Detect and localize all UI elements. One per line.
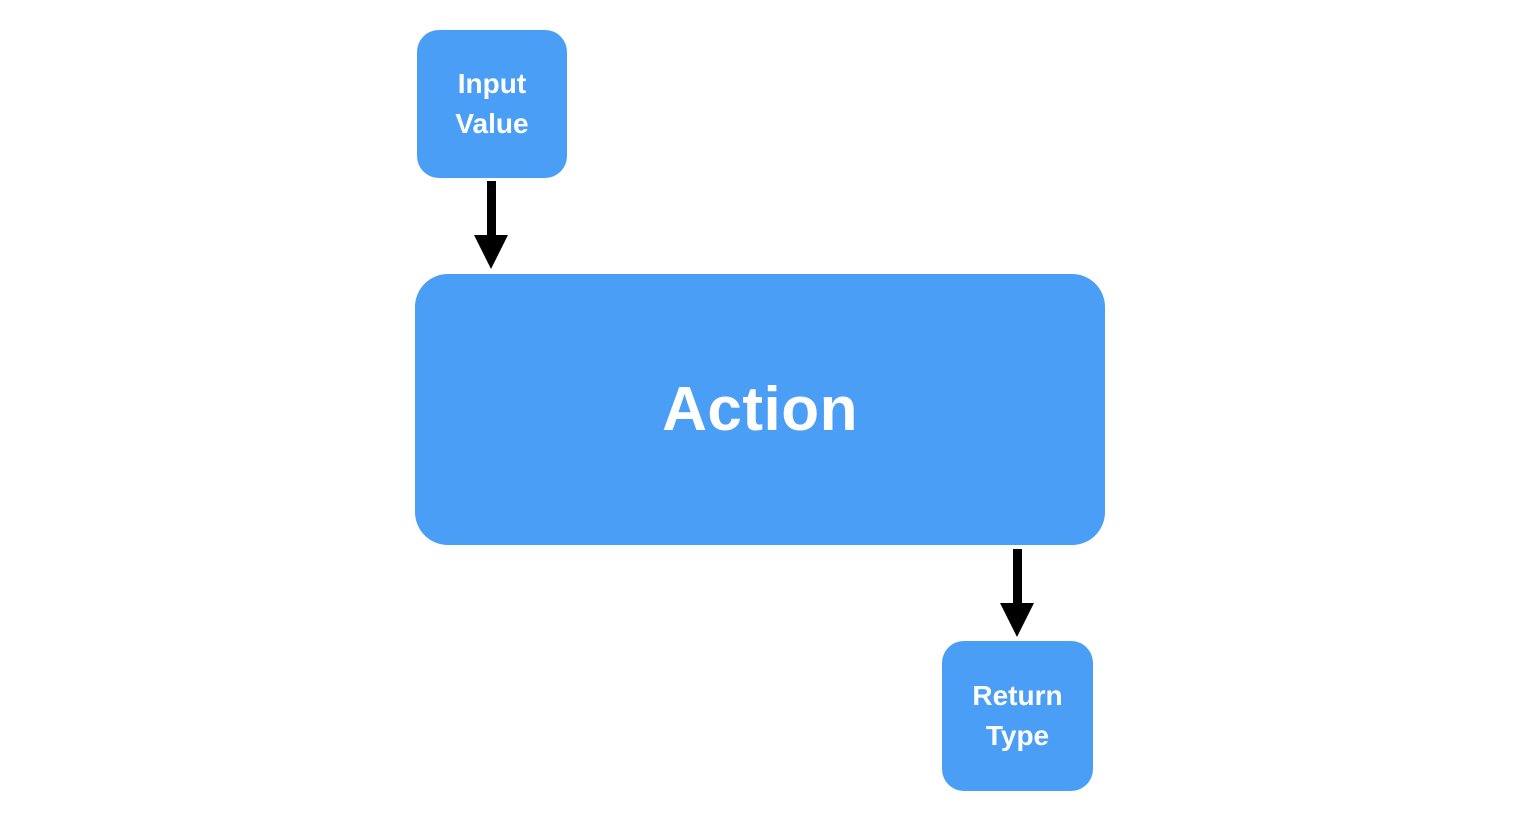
node-input-value: Input Value — [417, 30, 567, 178]
node-input-value-label: Input Value — [455, 68, 529, 139]
node-action: Action — [415, 274, 1105, 545]
node-return-type-label: Return Type — [972, 680, 1063, 751]
node-return-type: Return Type — [942, 641, 1093, 791]
arrow-input-to-action-icon — [474, 181, 508, 269]
arrow-action-to-return-icon — [1000, 549, 1034, 637]
node-action-label: Action — [662, 375, 858, 444]
